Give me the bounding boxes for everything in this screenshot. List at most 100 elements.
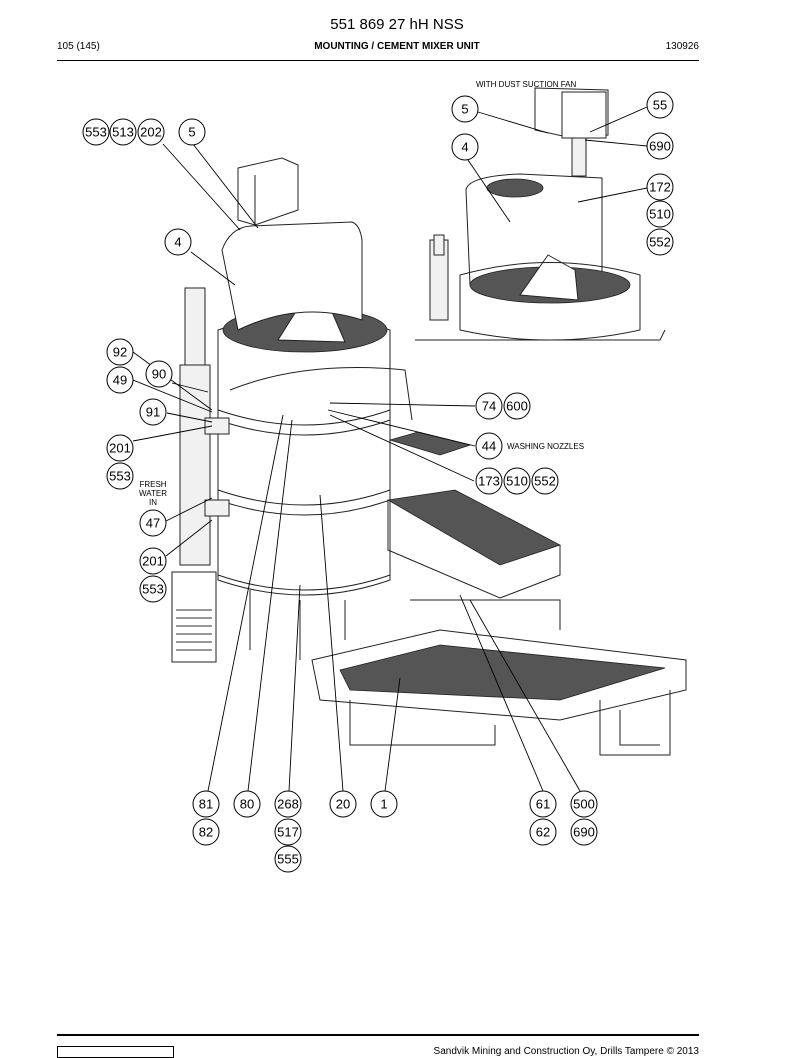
footer-rule	[57, 1034, 699, 1036]
callout: 55	[646, 91, 674, 119]
callout: 268	[274, 790, 302, 818]
company-logo	[57, 1046, 174, 1058]
callout: 600	[503, 392, 531, 420]
svg-text:62: 62	[536, 825, 550, 840]
callout: 20	[329, 790, 357, 818]
header-rule	[57, 60, 699, 61]
svg-text:553: 553	[85, 125, 107, 140]
svg-text:5: 5	[188, 125, 195, 140]
svg-text:500: 500	[573, 797, 595, 812]
svg-text:1: 1	[380, 797, 387, 812]
svg-text:44: 44	[482, 439, 496, 454]
svg-text:513: 513	[112, 125, 134, 140]
note-washing-nozzles: WASHING NOZZLES	[507, 442, 584, 451]
callout: 1	[370, 790, 398, 818]
callout: 553	[139, 575, 167, 603]
callout: 173	[475, 467, 503, 495]
svg-text:690: 690	[573, 825, 595, 840]
note-fresh-water: IN	[149, 498, 157, 507]
callout: 4	[164, 228, 192, 256]
callout: 201	[106, 434, 134, 462]
callout: 553	[106, 462, 134, 490]
svg-text:90: 90	[152, 367, 166, 382]
svg-text:553: 553	[109, 469, 131, 484]
svg-text:510: 510	[506, 474, 528, 489]
callout: 690	[570, 818, 598, 846]
callout: 500	[570, 790, 598, 818]
svg-text:81: 81	[199, 797, 213, 812]
water-filter-housing	[171, 571, 217, 663]
callout: 555	[274, 845, 302, 873]
svg-text:173: 173	[478, 474, 500, 489]
callout: 80	[233, 790, 261, 818]
dust-fan-motor	[561, 91, 607, 139]
note-fresh-water: WATER	[139, 489, 167, 498]
callout: 92	[106, 338, 134, 366]
svg-text:268: 268	[277, 797, 299, 812]
footer-copyright: Sandvik Mining and Construction Oy, Dril…	[433, 1046, 699, 1057]
callout: 517	[274, 818, 302, 846]
document-title: 551 869 27 hH NSS	[330, 16, 464, 33]
callout: 62	[529, 818, 557, 846]
document-code: 130926	[665, 41, 699, 52]
callout: 49	[106, 366, 134, 394]
callout: 513	[109, 118, 137, 146]
callout: 552	[531, 467, 559, 495]
svg-text:555: 555	[277, 852, 299, 867]
callout: 5	[451, 95, 479, 123]
callout: 91	[139, 398, 167, 426]
callout: 172	[646, 173, 674, 201]
callout: 47	[139, 509, 167, 537]
hydraulic-cylinder	[184, 287, 206, 369]
callout: 4	[451, 133, 479, 161]
svg-text:74: 74	[482, 399, 496, 414]
callout: 690	[646, 132, 674, 160]
callout: 61	[529, 790, 557, 818]
svg-text:4: 4	[461, 140, 468, 155]
water-pipe	[179, 364, 211, 566]
page-number: 105 (145)	[57, 41, 100, 52]
callout: 553	[82, 118, 110, 146]
callout: 44	[475, 432, 503, 460]
svg-text:91: 91	[146, 405, 160, 420]
callout: 201	[139, 547, 167, 575]
leader-lines	[132, 106, 648, 792]
callout: 74	[475, 392, 503, 420]
inset-illustration	[415, 87, 666, 341]
svg-text:510: 510	[649, 207, 671, 222]
callout: 81	[192, 790, 220, 818]
callout: 82	[192, 818, 220, 846]
upper-step-grate	[388, 431, 472, 456]
step-grate	[339, 644, 666, 701]
callout: 510	[646, 200, 674, 228]
svg-text:690: 690	[649, 139, 671, 154]
svg-text:49: 49	[113, 373, 127, 388]
callout: 202	[137, 118, 165, 146]
svg-text:553: 553	[142, 582, 164, 597]
callout: 90	[145, 360, 173, 388]
mixer-hood	[221, 221, 363, 331]
svg-text:201: 201	[109, 441, 131, 456]
note-dust-suction-fan: WITH DUST SUCTION FAN	[476, 80, 577, 89]
svg-text:5: 5	[461, 102, 468, 117]
svg-text:201: 201	[142, 554, 164, 569]
svg-text:92: 92	[113, 345, 127, 360]
mixer-drum	[217, 314, 391, 596]
svg-text:20: 20	[336, 797, 350, 812]
callout: 552	[646, 228, 674, 256]
svg-text:4: 4	[174, 235, 181, 250]
svg-text:55: 55	[653, 98, 667, 113]
callout: 5	[178, 118, 206, 146]
svg-text:80: 80	[240, 797, 254, 812]
svg-text:47: 47	[146, 516, 160, 531]
svg-text:82: 82	[199, 825, 213, 840]
svg-text:552: 552	[534, 474, 556, 489]
mixer-illustration	[171, 157, 687, 756]
svg-text:552: 552	[649, 235, 671, 250]
note-fresh-water: FRESH	[139, 480, 166, 489]
svg-text:202: 202	[140, 125, 162, 140]
platform-grate	[386, 489, 562, 566]
svg-text:61: 61	[536, 797, 550, 812]
svg-text:172: 172	[649, 180, 671, 195]
